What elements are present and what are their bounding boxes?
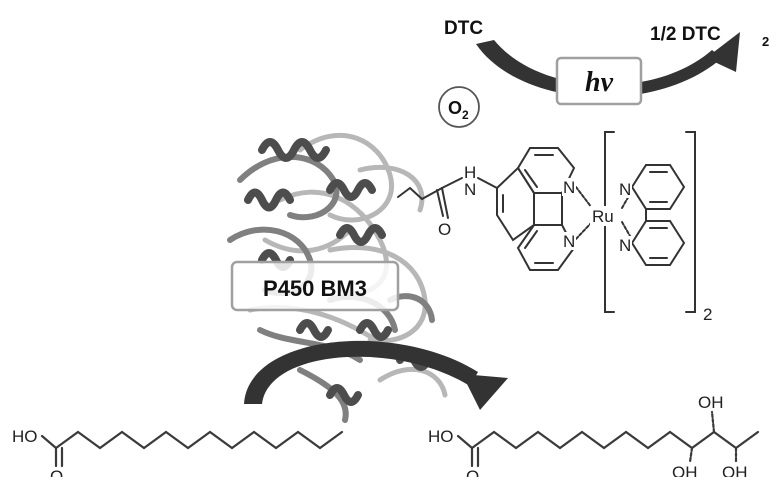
amide-n-label: N [464, 180, 476, 199]
hv-label: hv [585, 67, 614, 98]
substrate-o-label: O [50, 467, 63, 477]
product-hydroxylated-acid: HO O OH OH OH [428, 393, 760, 477]
dtc2-label-text: 1/2 DTC [650, 24, 721, 45]
substrate-lauric-acid: HO O [12, 427, 344, 477]
phen-n-lower-label: N [563, 232, 575, 251]
product-oh-bottom-left-label: OH [672, 463, 698, 477]
ruthenium-complex: H N O N N Ru N N 2 [437, 131, 712, 324]
hv-badge-box [555, 56, 643, 106]
product-ho-label: HO [428, 427, 454, 446]
oxygen-badge: O 2 [438, 86, 480, 128]
product-oh-top-label: OH [698, 393, 724, 412]
enzyme-name-label: P450 BM3 [263, 276, 367, 301]
dtc2-label: 1/2 DTC 2 [650, 24, 769, 49]
dtc2-label-subscript: 2 [762, 34, 769, 49]
bipyridine-ligand [630, 164, 686, 266]
oxygen-symbol: O [448, 98, 462, 118]
oxygen-subscript: 2 [462, 108, 469, 122]
linker-chain [397, 186, 449, 219]
bipyridine-count: 2 [703, 305, 712, 324]
oxygen-circle [438, 86, 480, 128]
bpy-n-upper-label: N [619, 180, 631, 199]
hv-badge: hv [555, 56, 643, 106]
amide-h-label: H [464, 163, 476, 182]
substrate-ho-label: HO [12, 427, 38, 446]
bottom-curved-arrow [244, 340, 508, 410]
phen-n-upper-label: N [563, 178, 575, 197]
amide-o-label: O [438, 220, 451, 239]
ruthenium-label: Ru [592, 207, 614, 226]
enzyme-badge: P450 BM3 [230, 260, 400, 312]
product-o-label: O [466, 467, 479, 477]
product-oh-bottom-right-label: OH [722, 463, 748, 477]
dtc-label: DTC [444, 18, 483, 39]
phenanthroline-ligand [496, 147, 576, 271]
enzyme-badge-box [230, 260, 400, 312]
bpy-n-lower-label: N [619, 236, 631, 255]
top-curved-arrow [476, 32, 740, 98]
